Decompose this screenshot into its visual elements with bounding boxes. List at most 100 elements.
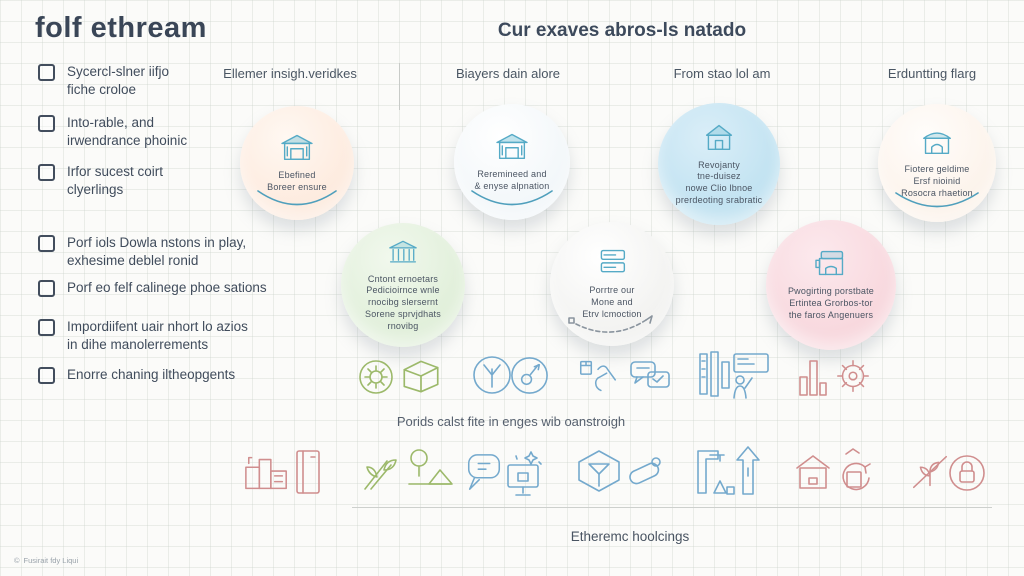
no-plant-icon: [908, 452, 952, 497]
checklist-item-3: Irfor sucest coirt clyerlings: [38, 163, 163, 199]
bubble-4: Fiotere geldime Ersf nioinid Rosocra rha…: [878, 104, 996, 222]
checklist-line: irwendrance phoinic: [67, 133, 188, 149]
monitor-sparkle-icon: [504, 446, 544, 505]
compass-circle-icon: [508, 354, 551, 402]
footer-text: Fusirait fdy Liqui: [23, 556, 79, 565]
bubble-text-line: Ersf nioinid: [913, 176, 961, 187]
bottom-caption: Etheremc hoolcings: [570, 529, 690, 544]
tree-mound-icon: [404, 444, 456, 497]
arc-decoration: [257, 190, 337, 206]
gear-icon: [834, 357, 872, 400]
bubble-text-line: Pwogirting porstbate: [787, 286, 875, 297]
checklist-item-label: Impordiifent uair nhort lo azios in dihe…: [67, 318, 248, 354]
checklist-item-label: Into-rable, and irwendrance phoinic: [67, 114, 187, 150]
checklist-item-label: Enorre chaning iltheopgents: [67, 366, 235, 384]
checklist-line: Impordiifent uair nhort lo azios: [67, 319, 248, 334]
shop-icon: [812, 248, 850, 283]
bubble-text-line: Fiotere geldime: [904, 164, 970, 175]
checkbox[interactable]: [38, 319, 55, 336]
checklist-item-2: Into-rable, and irwendrance phoinic: [38, 114, 187, 150]
page-subtitle: Cur exaves abros-ls natado: [497, 20, 747, 41]
column-header-3: From stao lol am: [673, 66, 771, 81]
arrow-up-icon: [734, 444, 762, 505]
bubble-2: Reremineed and & enyse alpnation: [454, 104, 570, 220]
checklist-item-6: Impordiifent uair nhort lo azios in dihe…: [38, 318, 248, 354]
checklist-line: Sycercl-slner iifjo: [67, 64, 170, 79]
bubble-text-line: the faros Angenuers: [788, 309, 874, 320]
bar-chart-icon: [796, 355, 830, 404]
arch-building-icon: [918, 126, 956, 161]
checklist-line: fiche croloe: [67, 82, 137, 98]
caliper-icon: [690, 444, 736, 507]
hand-box-icon: [575, 355, 621, 404]
checklist-line: in dihe manolerrements: [67, 337, 209, 353]
checklist-line: exhesime deblel ronid: [67, 253, 199, 269]
middle-caption: Porids calst fite in enges wib oanstroig…: [396, 414, 626, 429]
plant-tools-icon: [357, 452, 403, 499]
list-icon: [594, 247, 630, 282]
dashed-arrow-arc: [568, 315, 653, 333]
checklist-line: Porf eo felf calinege phoe sations: [67, 280, 267, 295]
checklist-item-label: Porf iols Dowla nstons in play, exhesime…: [67, 234, 246, 270]
header-divider: [399, 63, 400, 110]
bubble-text-line: Revojanty: [698, 159, 740, 170]
branch-circle-icon: [470, 353, 514, 402]
book-icon: [292, 446, 326, 503]
copyright-icon: ©: [14, 556, 20, 565]
checkbox[interactable]: [38, 164, 55, 181]
bars-icon: [695, 348, 735, 405]
checklist-line: Porf iols Dowla nstons in play,: [67, 235, 247, 250]
gear-circle-icon: [356, 357, 396, 402]
checklist-item-5: Porf eo felf calinege phoe sations: [38, 279, 267, 297]
checklist-line: Enorre chaning iltheopgents: [67, 367, 236, 382]
bubble-text-line: Etrv lcmoction: [582, 308, 642, 319]
bottom-divider: [352, 507, 992, 508]
bubble-1: Ebefined Boreer ensure: [240, 106, 354, 220]
warehouse-icon: [278, 132, 316, 167]
lock-circle-icon: [946, 452, 988, 499]
checklist-item-label: Irfor sucest coirt clyerlings: [67, 163, 163, 199]
checkbox[interactable]: [38, 280, 55, 297]
bubble-text-line: rnocibg slersernt: [368, 297, 438, 308]
arc-decoration: [471, 190, 553, 206]
page-title: folf ethream: [35, 12, 207, 44]
footer-credit: © Fusirait fdy Liqui: [14, 556, 78, 565]
recycle-box-icon: [832, 444, 876, 505]
bubble-text-line: Boreer ensure: [267, 182, 327, 192]
checkbox[interactable]: [38, 115, 55, 132]
checklist-item-label: Sycercl-slner iifjo fiche croloe: [67, 63, 169, 99]
column-header-1: Ellemer insigh.veridkes: [223, 66, 357, 81]
bubble-text-line: Ertintea Grorbos-tor: [789, 298, 873, 309]
chat-bubbles-icon: [627, 356, 673, 401]
checklist-item-4: Porf iols Dowla nstons in play, exhesime…: [38, 234, 246, 270]
checklist-line: Into-rable, and: [67, 115, 155, 130]
bubble-text-line: rnovibg: [387, 320, 419, 331]
checklist-item-7: Enorre chaning iltheopgents: [38, 366, 235, 384]
bubble-text-line: prerdeoting srabratic: [675, 194, 763, 205]
bubble-text-line: Sorene sprvjdhats: [365, 308, 441, 319]
checkbox[interactable]: [38, 235, 55, 252]
house-icon: [701, 122, 737, 157]
checkbox[interactable]: [38, 367, 55, 384]
factory-icon: [243, 450, 291, 501]
checkbox[interactable]: [38, 64, 55, 81]
presentation-icon: [726, 350, 772, 405]
arc-decoration: [895, 192, 979, 208]
bubble-text-line: nowe Clio lbnoe: [685, 183, 753, 193]
bubble-text-line: Porrtre our: [589, 285, 635, 296]
bubble-6: Porrtre our Mone and Etrv lcmoction: [550, 222, 674, 346]
bubble-3: Revojanty tne-duisez nowe Clio lbnoe pre…: [658, 103, 780, 225]
warehouse-icon: [493, 131, 531, 166]
pen-capsule-icon: [625, 452, 667, 495]
bubble-text-line: & enyse alpnation: [474, 181, 550, 191]
bubble-text-line: tne-duisez: [697, 171, 741, 182]
column-header-4: Erduntting flarg: [887, 66, 977, 81]
box-3d-icon: [398, 355, 444, 402]
bubble-7: Pwogirting porstbate Ertintea Grorbos-to…: [766, 220, 896, 350]
bubble-text-line: Ebefined: [278, 170, 316, 181]
bank-icon: [384, 238, 422, 271]
hexagon-cube-icon: [574, 448, 624, 499]
checklist-item-1: Sycercl-slner iifjo fiche croloe: [38, 63, 169, 99]
checklist-line: clyerlings: [67, 182, 124, 198]
bubble-text-line: Mone and: [591, 297, 633, 308]
